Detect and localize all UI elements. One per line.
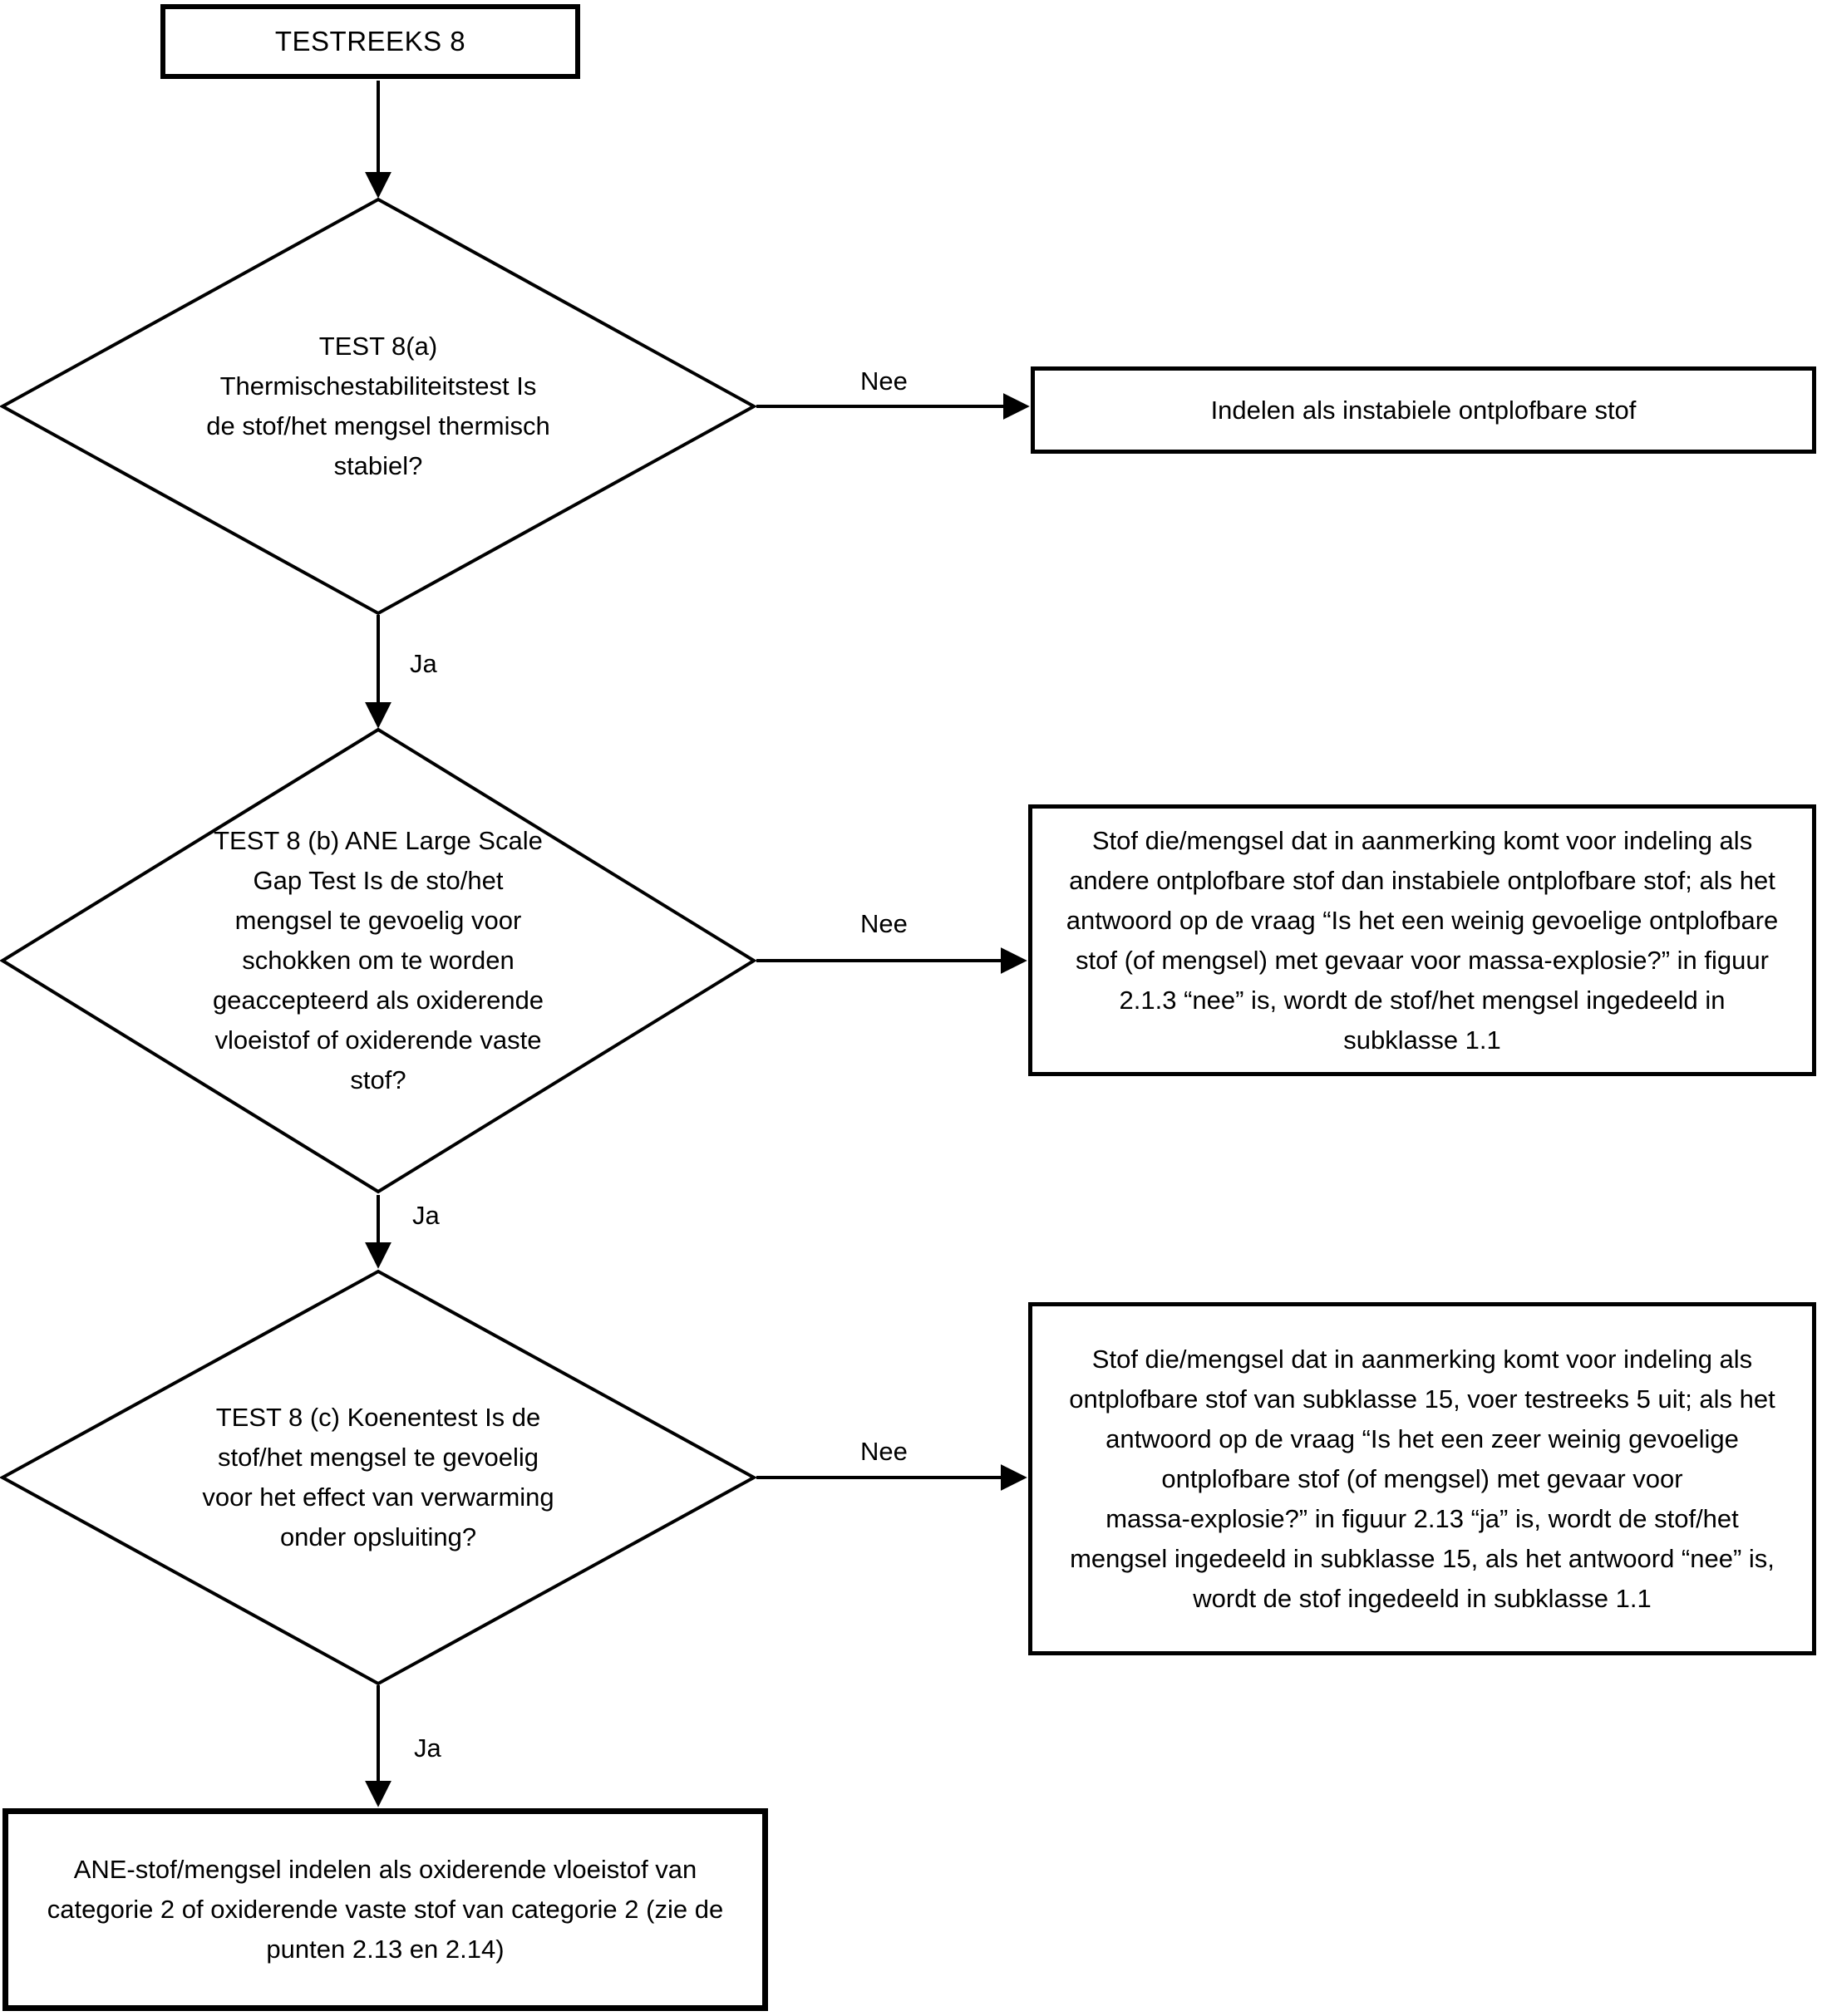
edge-label-ja-3: Ja: [414, 1733, 441, 1763]
decision-test-8c-text: TEST 8 (c) Koenentest Is de stof/het men…: [202, 1403, 554, 1551]
outcome-subklasse-1-1-text: Stof die/mengsel dat in aanmerking komt …: [1066, 825, 1779, 1055]
outcome-final-categorie-2-text: ANE-stof/mengsel indelen als oxiderende …: [47, 1855, 724, 1964]
edge-label-nee-2: Nee: [860, 909, 908, 938]
edge-label-ja-2: Ja: [412, 1201, 440, 1230]
edge-label-nee-1: Nee: [860, 366, 908, 396]
decision-test-8b-text: TEST 8 (b) ANE Large Scale Gap Test Is d…: [212, 826, 544, 1094]
decision-diamond-test-8b: [0, 727, 757, 1194]
outcome-box-final-categorie-2: ANE-stof/mengsel indelen als oxiderende …: [2, 1808, 768, 2011]
outcome-box-instabiele-stof: Indelen als instabiele ontplofbare stof: [1031, 366, 1816, 454]
start-node-testreeks-8: TESTREEKS 8: [160, 4, 580, 79]
edge-label-nee-3: Nee: [860, 1437, 908, 1466]
outcome-box-subklasse-15: Stof die/mengsel dat in aanmerking komt …: [1028, 1302, 1816, 1655]
decision-test-8a-text: TEST 8(a) Thermischestabiliteitstest Is …: [206, 332, 550, 480]
decision-diamond-test-8a: [0, 197, 758, 616]
outcome-instabiele-stof-text: Indelen als instabiele ontplofbare stof: [1210, 395, 1637, 425]
decision-diamond-test-8c: [0, 1269, 758, 1686]
start-node-label: TESTREEKS 8: [274, 26, 466, 57]
edge-label-ja-1: Ja: [410, 649, 437, 678]
outcome-subklasse-15-text: Stof die/mengsel dat in aanmerking komt …: [1069, 1344, 1775, 1613]
outcome-box-subklasse-1-1: Stof die/mengsel dat in aanmerking komt …: [1028, 804, 1816, 1076]
